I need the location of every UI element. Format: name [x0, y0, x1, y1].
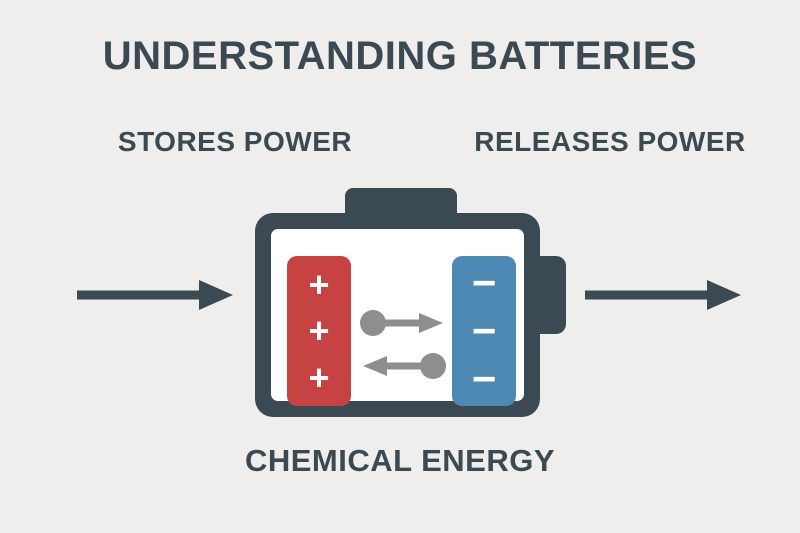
battery-body: + + + − − − — [255, 213, 540, 417]
negative-electrode: − − − — [452, 256, 516, 406]
positive-electrode: + + + — [287, 256, 351, 406]
minus-symbol: − — [471, 259, 497, 306]
plus-symbol: + — [308, 356, 330, 398]
releases-power-label: RELEASES POWER — [474, 126, 746, 157]
plus-symbol: + — [308, 310, 330, 351]
ion-flow-left-icon — [363, 353, 446, 379]
minus-symbol: − — [471, 307, 497, 354]
battery-interior: + + + − − − — [271, 229, 524, 406]
plus-symbol: + — [308, 263, 330, 305]
ion-flow-right-icon — [360, 310, 443, 336]
stores-power-label: STORES POWER — [117, 126, 353, 157]
minus-symbol: − — [471, 355, 497, 402]
input-arrow-icon — [77, 280, 233, 310]
chemical-energy-label: CHEMICAL ENERGY — [244, 443, 556, 478]
output-arrow-icon — [585, 280, 741, 310]
page-title: UNDERSTANDING BATTERIES — [102, 34, 698, 78]
